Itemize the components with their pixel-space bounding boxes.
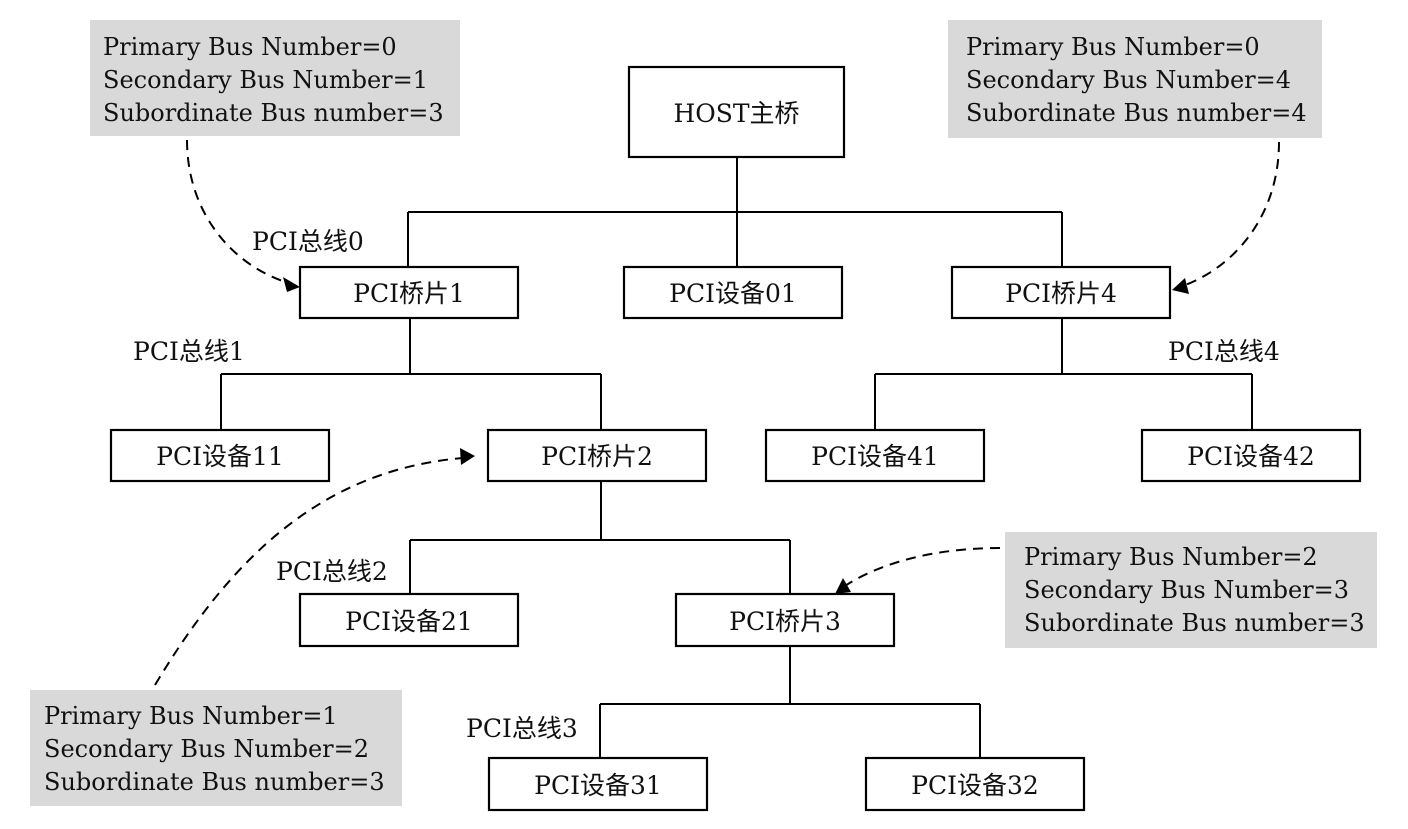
callout-arrows bbox=[154, 139, 1280, 686]
node-label: PCI设备31 bbox=[534, 771, 662, 800]
node-label: HOST主桥 bbox=[673, 99, 799, 128]
node-pci-device-31: PCI设备31 bbox=[487, 756, 709, 812]
node-label: PCI设备41 bbox=[811, 442, 939, 471]
arrow-head-bridge2 bbox=[460, 448, 475, 465]
note-bridge4-registers: Primary Bus Number=0 Secondary Bus Numbe… bbox=[948, 20, 1322, 138]
node-pci-bridge-3: PCI桥片3 bbox=[674, 592, 896, 648]
arrow-head-bridge1 bbox=[283, 277, 300, 292]
node-host-bridge: HOST主桥 bbox=[627, 65, 846, 159]
note-line-subordinate: Subordinate Bus number=3 bbox=[44, 768, 385, 796]
node-label: PCI设备32 bbox=[911, 771, 1039, 800]
note-line-subordinate: Subordinate Bus number=3 bbox=[103, 99, 444, 127]
note-bridge1-registers: Primary Bus Number=0 Secondary Bus Numbe… bbox=[90, 20, 460, 136]
note-line-secondary: Secondary Bus Number=1 bbox=[103, 66, 428, 94]
note-bridge2-registers: Primary Bus Number=1 Secondary Bus Numbe… bbox=[30, 690, 402, 806]
note-line-primary: Primary Bus Number=1 bbox=[44, 702, 338, 730]
note-line-subordinate: Subordinate Bus number=4 bbox=[966, 99, 1307, 127]
node-label: PCI桥片4 bbox=[1005, 279, 1117, 308]
note-line-primary: Primary Bus Number=0 bbox=[966, 33, 1260, 61]
bus-label-2: PCI总线2 bbox=[276, 557, 388, 586]
arrow-head-bridge3 bbox=[835, 578, 851, 594]
tree-connectors bbox=[220, 157, 1253, 758]
note-line-secondary: Secondary Bus Number=2 bbox=[44, 735, 369, 763]
note-line-subordinate: Subordinate Bus number=3 bbox=[1024, 609, 1365, 637]
bus-label-4: PCI总线4 bbox=[1168, 337, 1280, 366]
note-line-secondary: Secondary Bus Number=4 bbox=[966, 66, 1291, 94]
note-line-primary: Primary Bus Number=2 bbox=[1024, 543, 1318, 571]
node-pci-bridge-4: PCI桥片4 bbox=[950, 265, 1172, 320]
note-line-primary: Primary Bus Number=0 bbox=[103, 33, 397, 61]
node-label: PCI设备11 bbox=[156, 442, 284, 471]
bus-label-3: PCI总线3 bbox=[466, 714, 578, 743]
arrow-to-bridge2 bbox=[154, 457, 464, 686]
node-pci-device-01: PCI设备01 bbox=[622, 265, 844, 320]
node-label: PCI桥片2 bbox=[541, 442, 653, 471]
bus-label-1: PCI总线1 bbox=[133, 337, 245, 366]
arrow-to-bridge3 bbox=[841, 547, 1001, 589]
node-label: PCI设备01 bbox=[669, 279, 797, 308]
node-pci-device-42: PCI设备42 bbox=[1140, 428, 1362, 483]
bus-label-0: PCI总线0 bbox=[252, 227, 364, 256]
node-label: PCI设备42 bbox=[1187, 442, 1315, 471]
node-pci-device-21: PCI设备21 bbox=[298, 592, 520, 648]
node-label: PCI桥片1 bbox=[353, 279, 465, 308]
node-pci-bridge-2: PCI桥片2 bbox=[486, 428, 708, 483]
arrow-head-bridge4 bbox=[1172, 278, 1189, 294]
node-pci-bridge-1: PCI桥片1 bbox=[298, 265, 520, 320]
node-label: PCI设备21 bbox=[345, 607, 473, 636]
arrow-to-bridge4 bbox=[1179, 141, 1280, 288]
node-pci-device-32: PCI设备32 bbox=[864, 756, 1086, 812]
node-pci-device-41: PCI设备41 bbox=[764, 428, 986, 483]
arrow-to-bridge1 bbox=[186, 139, 293, 285]
node-label: PCI桥片3 bbox=[729, 607, 841, 636]
note-bridge3-registers: Primary Bus Number=2 Secondary Bus Numbe… bbox=[1005, 532, 1377, 648]
node-pci-device-11: PCI设备11 bbox=[109, 428, 331, 483]
note-line-secondary: Secondary Bus Number=3 bbox=[1024, 576, 1349, 604]
